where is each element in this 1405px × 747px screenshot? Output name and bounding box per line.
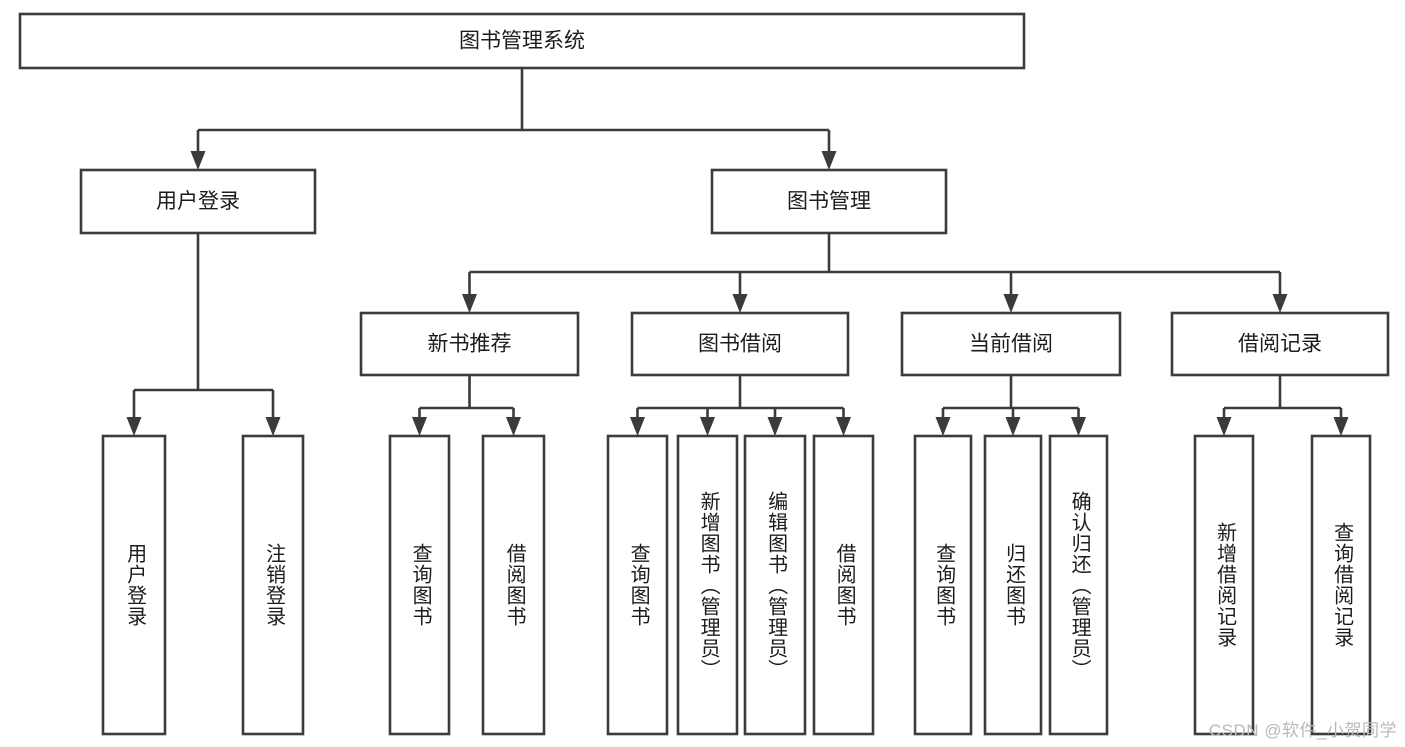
node-box-leaf-query-book-2[interactable] <box>606 434 669 736</box>
node-label-user-login: 用户登录 <box>156 190 240 213</box>
arrow-head <box>506 417 521 436</box>
node-label-root: 图书管理系统 <box>459 30 585 53</box>
node-box-leaf-confirm-return[interactable] <box>1048 434 1109 736</box>
node-box-new-book-recommend[interactable] <box>359 311 580 377</box>
node-label-current-borrow: 当前借阅 <box>969 333 1053 356</box>
node-box-leaf-add-record[interactable] <box>1193 434 1255 736</box>
arrow-head <box>836 417 851 436</box>
node-label-new-book-recommend: 新书推荐 <box>428 333 512 356</box>
node-box-leaf-query-book-1[interactable] <box>388 434 451 736</box>
node-box-leaf-borrow-book-1[interactable] <box>481 434 546 736</box>
node-box-current-borrow[interactable] <box>900 311 1122 377</box>
arrow-head <box>412 417 427 436</box>
arrow-head <box>732 294 748 313</box>
arrow-head <box>935 417 951 436</box>
node-box-book-manage[interactable] <box>710 168 948 235</box>
node-box-leaf-query-record[interactable] <box>1310 434 1372 736</box>
connector-layer <box>126 68 1349 436</box>
node-box-leaf-edit-book[interactable] <box>743 434 807 736</box>
node-box-leaf-query-book-3[interactable] <box>913 434 973 736</box>
node-box-leaf-add-book[interactable] <box>676 434 739 736</box>
arrow-head <box>1005 417 1021 436</box>
arrow-head <box>1216 417 1232 436</box>
watermark-text: CSDN @软件_小贺同学 <box>1208 721 1397 740</box>
arrow-head <box>462 294 477 313</box>
node-box-root[interactable] <box>18 12 1026 70</box>
node-box-user-login[interactable] <box>79 168 317 235</box>
arrow-head <box>126 417 142 436</box>
arrow-head <box>1003 294 1019 313</box>
arrow-head <box>1071 417 1086 436</box>
node-label-book-borrow: 图书借阅 <box>698 333 782 356</box>
node-box-book-borrow[interactable] <box>630 311 850 377</box>
node-box-leaf-logout[interactable] <box>241 434 305 736</box>
node-label-book-manage: 图书管理 <box>787 190 871 213</box>
arrow-head <box>767 417 783 436</box>
node-label-borrow-record: 借阅记录 <box>1238 333 1322 356</box>
arrow-head <box>265 417 281 436</box>
node-box-leaf-borrow-book-2[interactable] <box>812 434 875 736</box>
arrow-head <box>190 151 206 170</box>
node-box-leaf-return-book[interactable] <box>983 434 1043 736</box>
arrow-head <box>630 417 645 436</box>
arrow-head <box>1272 294 1288 313</box>
node-box-layer <box>18 12 1390 736</box>
arrow-head <box>700 417 715 436</box>
node-box-borrow-record[interactable] <box>1170 311 1390 377</box>
arrow-head <box>821 151 837 170</box>
node-box-leaf-user-login[interactable] <box>101 434 167 736</box>
arrow-head <box>1333 417 1349 436</box>
